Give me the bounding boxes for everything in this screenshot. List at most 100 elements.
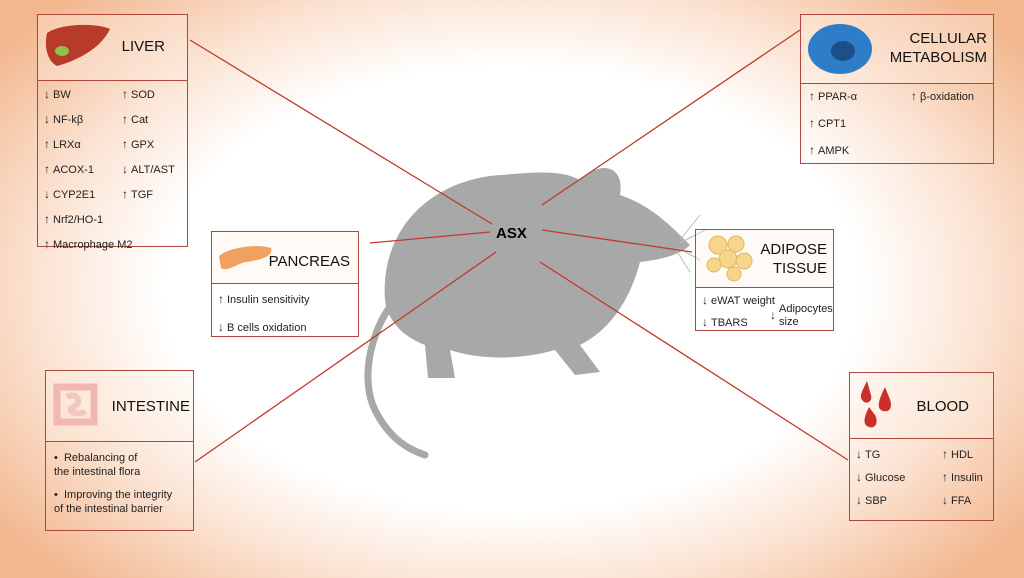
item-label: Insulin: [951, 472, 983, 484]
list-item: ↑AMPK: [809, 143, 849, 157]
list-item: ↑HDL: [942, 447, 973, 461]
arrow-icon: ↓: [702, 293, 708, 307]
arrow-icon: ↓: [856, 447, 862, 461]
list-item: • Improving the integrity of the intestin…: [54, 488, 172, 516]
item-label: TGF: [131, 189, 153, 201]
arrow-icon: ↑: [44, 137, 50, 151]
intestine-title: INTESTINE: [111, 398, 190, 415]
adipose-title-line2: TISSUE: [772, 260, 827, 277]
item-label: Insulin sensitivity: [227, 294, 310, 306]
item-label: Cat: [131, 114, 149, 126]
arrow-icon: ↓: [770, 307, 776, 322]
arrow-icon: ↑: [44, 212, 50, 226]
bullet: •: [54, 452, 64, 464]
cell-icon: [808, 24, 872, 74]
list-item: ↓FFA: [942, 493, 971, 507]
list-item: ↓BW: [44, 87, 71, 101]
item-label: B cells oxidation: [227, 322, 307, 334]
item-label: ACOX-1: [53, 164, 94, 176]
item-label: ALT/AST: [131, 164, 175, 176]
arrow-icon: ↑: [809, 89, 815, 103]
arrow-icon: ↑: [44, 162, 50, 176]
list-item: ↑ACOX-1: [44, 162, 94, 176]
list-item: ↑TGF: [122, 187, 153, 201]
item-label: CPT1: [818, 118, 847, 130]
arrow-liver: [189, 39, 493, 225]
intestine-icon: [53, 383, 98, 426]
list-item: ↓B cells oxidation: [218, 320, 307, 334]
item-label: SOD: [131, 89, 155, 101]
arrow-icon: ↓: [44, 187, 50, 201]
item-label: HDL: [951, 449, 974, 461]
item-label: Adipocytes: [779, 303, 833, 315]
item-label: Improving the integrity: [63, 489, 173, 501]
pancreas-title: PANCREAS: [268, 253, 350, 270]
arrow-icon: ↑: [122, 187, 128, 201]
liver-title: LIVER: [121, 38, 165, 55]
list-item: ↑Insulin sensitivity: [218, 292, 310, 306]
item-label: LRXα: [53, 139, 81, 151]
liver-box: LIVER ↓BW↓NF-kβ↑LRXα↑ACOX-1↓CYP2E1↑Nrf2/…: [37, 14, 188, 251]
blood-box: BLOOD ↓TG↑HDL↓Glucose↑Insulin↓SBP↓FFA: [849, 372, 994, 521]
cell-title-line2: METABOLISM: [889, 49, 987, 66]
arrows: [189, 29, 849, 463]
arrow-blood: [539, 261, 849, 461]
item-label: size: [779, 316, 799, 328]
list-item: ↑GPX: [122, 137, 154, 151]
arrow-icon: ↑: [122, 112, 128, 126]
item-label: BW: [53, 89, 71, 101]
arrow-icon: ↑: [942, 447, 948, 461]
cell-title: CELLULAR METABOLISM: [890, 29, 987, 67]
list-item: ↓TBARS: [702, 315, 748, 329]
arrow-icon: ↑: [122, 137, 128, 151]
list-item: ↑Nrf2/HO-1: [44, 212, 103, 226]
list-item: ↑CPT1: [809, 116, 846, 130]
blood-title: BLOOD: [916, 398, 969, 415]
item-label: Macrophage M2: [53, 239, 133, 251]
arrow-icon: ↓: [942, 493, 948, 507]
item-label: eWAT weight: [711, 295, 775, 307]
arrow-adipose: [541, 229, 693, 253]
arrow-icon: ↓: [856, 493, 862, 507]
list-item: ↑Insulin: [942, 470, 983, 484]
list-item: ↑SOD: [122, 87, 155, 101]
cell-title-line1: CELLULAR: [909, 30, 987, 47]
pancreas-box: PANCREAS ↑Insulin sensitivity ↓B cells ox…: [211, 231, 359, 337]
item-label: AMPK: [818, 145, 850, 157]
item-label: CYP2E1: [53, 189, 96, 201]
arrow-icon: ↓: [702, 315, 708, 329]
item-label: of the intestinal barrier: [54, 503, 163, 515]
arrow-icon: ↑: [911, 89, 917, 103]
arrow-icon: ↓: [856, 470, 862, 484]
arrow-icon: ↑: [809, 116, 815, 130]
arrow-icon: ↓: [44, 112, 50, 126]
list-item: ↓eWAT weight: [702, 293, 775, 307]
item-label: SBP: [865, 495, 888, 507]
arrow-icon: ↓: [218, 320, 224, 334]
list-item: ↓NF-kβ: [44, 112, 83, 126]
arrow-pancreas: [369, 231, 491, 244]
arrow-icon: ↑: [122, 87, 128, 101]
list-item: ↑β-oxidation: [911, 89, 974, 103]
arrow-icon: ↑: [218, 292, 224, 306]
arrow-icon: ↑: [44, 237, 50, 251]
list-item: ↑Macrophage M2: [44, 237, 133, 251]
arrow-intestine: [194, 251, 497, 463]
item-label: FFA: [951, 495, 972, 507]
mouse-tail: [364, 296, 429, 459]
arrow-icon: ↓: [44, 87, 50, 101]
list-item: ↑LRXα: [44, 137, 81, 151]
item-label: the intestinal flora: [54, 466, 141, 478]
mouse-body: [384, 168, 690, 378]
arrow-icon: ↑: [942, 470, 948, 484]
bullet: •: [54, 489, 64, 501]
arrow-cell: [541, 29, 801, 206]
list-item: ↓TG: [856, 447, 880, 461]
item-label: Nrf2/HO-1: [53, 214, 104, 226]
